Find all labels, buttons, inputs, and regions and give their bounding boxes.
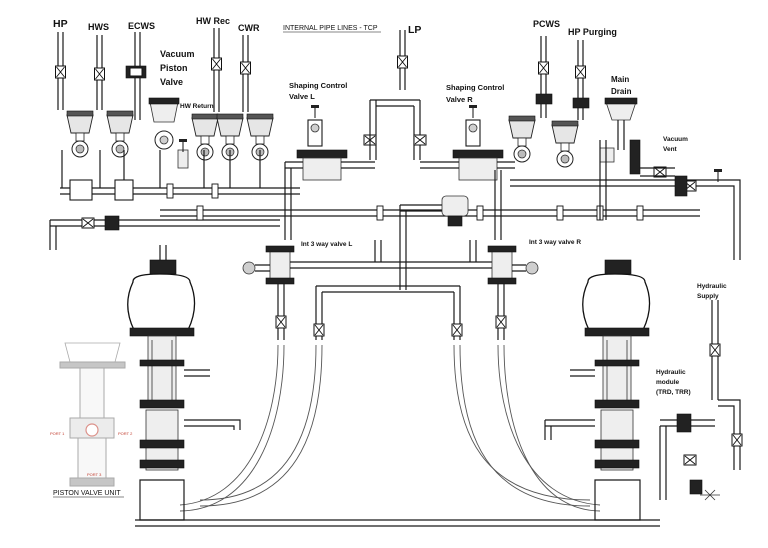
- label-port-1: PORT 1: [50, 431, 65, 436]
- label-hydraulic-supply-2: Supply: [697, 293, 719, 300]
- label-shaping-control-l-1: Shaping Control: [289, 81, 347, 90]
- label-hw-return: HW Return: [180, 103, 214, 110]
- diagram-title: INTERNAL PIPE LINES - TCP: [283, 25, 378, 32]
- label-pcws: PCWS: [533, 19, 560, 29]
- filter-row-left: [66, 97, 274, 169]
- label-main-drain-1: Main: [611, 75, 629, 84]
- label-int-3way-r: Int 3 way valve R: [529, 239, 581, 246]
- hydraulic-system: [659, 300, 743, 501]
- label-vacuum-vent-1: Vacuum: [663, 136, 688, 143]
- label-vacuum-piston-valve-2: Piston: [160, 63, 188, 73]
- label-shaping-control-l-2: Valve L: [289, 92, 315, 101]
- label-hws: HWS: [88, 22, 109, 32]
- headers: [49, 140, 741, 260]
- label-vacuum-vent-2: Vent: [663, 146, 678, 153]
- shaping-control-valve-l: [284, 99, 427, 240]
- label-int-3way-l: Int 3 way valve L: [301, 241, 352, 248]
- label-port-3: PORT 3: [87, 472, 102, 477]
- base-frame: [135, 519, 660, 527]
- label-shaping-control-r-1: Shaping Control: [446, 83, 504, 92]
- label-shaping-control-r-2: Valve R: [446, 95, 473, 104]
- label-ecws: ECWS: [128, 21, 155, 31]
- label-hydraulic-module-2: module: [656, 379, 679, 386]
- label-hydraulic-module-3: (TRD, TRR): [656, 389, 691, 396]
- right-piston-valve: [544, 259, 651, 521]
- label-hydraulic-supply-1: Hydraulic: [697, 283, 727, 290]
- label-vacuum-piston-valve-1: Vacuum: [160, 49, 195, 59]
- label-hydraulic-module-1: Hydraulic: [656, 369, 686, 376]
- piston-valve-unit-inset: [59, 342, 126, 487]
- label-hp-purging: HP Purging: [568, 27, 617, 37]
- filter-row-right: [508, 97, 641, 175]
- label-cwr: CWR: [238, 23, 260, 33]
- label-port-2: PORT 2: [118, 431, 133, 436]
- label-vacuum-piston-valve-3: Valve: [160, 77, 183, 87]
- label-hw-rec: HW Rec: [196, 16, 230, 26]
- left-piston-valve: [127, 245, 241, 521]
- flexible-hoses: [179, 344, 601, 512]
- int-3way-valve-l: [242, 245, 500, 340]
- central-loop: [313, 285, 463, 340]
- shaping-control-valve-r: [399, 104, 515, 290]
- int-3way-valve-r: [374, 240, 539, 340]
- label-main-drain-2: Drain: [611, 87, 632, 96]
- supply-risers: [55, 28, 590, 120]
- label-lp: LP: [408, 24, 421, 36]
- label-piston-valve-unit: PISTON VALVE UNIT: [53, 490, 121, 497]
- labels: HP HWS ECWS HW Rec CWR INTERNAL PIPE LIN…: [53, 16, 727, 498]
- label-hp: HP: [53, 18, 68, 30]
